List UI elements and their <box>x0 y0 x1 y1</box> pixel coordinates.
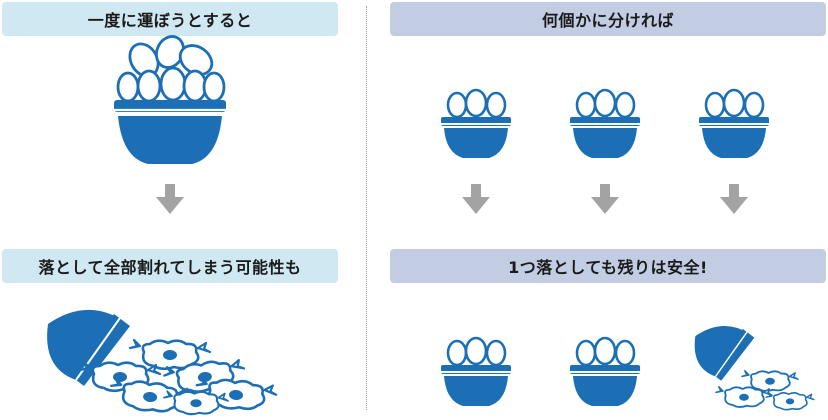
left-top-label-box: 一度に運ぼうとすると <box>2 2 338 36</box>
small-egg-bowl-1 <box>439 88 513 160</box>
left-top-label: 一度に運ぼうとすると <box>87 11 253 30</box>
left-down-arrow <box>156 184 184 214</box>
left-bottom-label: 落として全部割れてしまう可能性も <box>38 258 302 277</box>
big-egg-bowl <box>112 30 228 166</box>
right-down-arrow-3 <box>720 184 748 214</box>
dropped-small-bowl <box>693 325 815 411</box>
right-top-label: 何個かに分ければ <box>541 11 674 30</box>
right-down-arrow-2 <box>591 184 619 214</box>
small-egg-bowl-2 <box>568 88 642 160</box>
safe-egg-bowl-1 <box>439 336 513 408</box>
column-divider <box>366 6 367 410</box>
right-down-arrow-1 <box>462 184 490 214</box>
right-bottom-label: 1つ落としても残りは安全! <box>508 258 708 277</box>
right-top-label-box: 何個かに分ければ <box>390 2 826 36</box>
safe-egg-bowl-2 <box>568 336 642 408</box>
small-egg-bowl-3 <box>697 88 771 160</box>
left-bottom-label-box: 落として全部割れてしまう可能性も <box>2 249 338 283</box>
left-dropped-bowl <box>46 308 279 417</box>
right-bottom-label-box: 1つ落としても残りは安全! <box>390 249 826 283</box>
